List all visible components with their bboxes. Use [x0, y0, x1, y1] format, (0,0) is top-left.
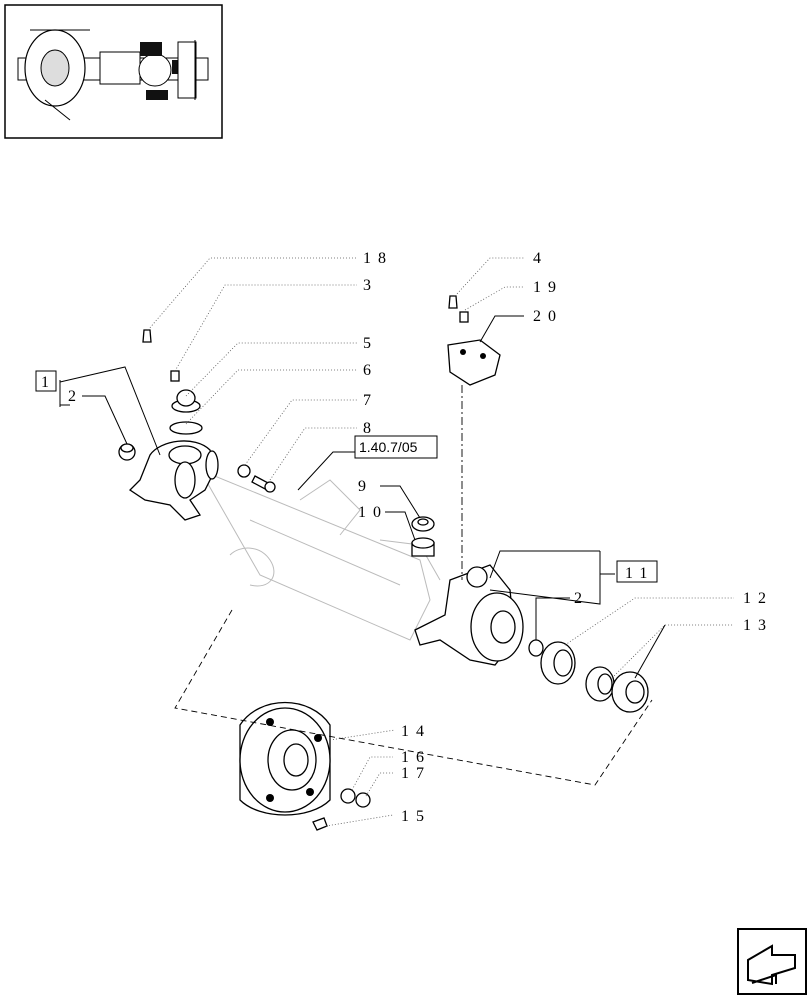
callout-12: 12 [743, 590, 773, 607]
part-bracket-20[interactable] [447, 339, 501, 386]
part-shim-6[interactable] [169, 421, 203, 435]
callout-9: 9 [358, 478, 373, 495]
boxed-callout-11[interactable]: 11 [616, 560, 658, 583]
svg-text:1: 1 [41, 374, 49, 391]
callout-18: 18 [363, 250, 393, 267]
part-grease-fitting-4[interactable] [448, 295, 458, 309]
callout-16: 16 [401, 749, 431, 766]
callout-7: 7 [363, 392, 378, 409]
part-bolt-8[interactable] [251, 475, 276, 493]
callout-10: 10 [358, 504, 388, 521]
next-page-arrow-icon[interactable] [737, 928, 807, 995]
axle-housing-ghost [198, 468, 441, 641]
steering-knuckle-left[interactable] [128, 440, 219, 521]
axle-assembly-thumbnail[interactable] [4, 4, 223, 139]
part-bearing-13[interactable] [585, 666, 649, 713]
reference-label: 1.40.7/05 [359, 439, 418, 455]
part-hub-14[interactable] [239, 701, 331, 816]
leader-lines [59, 257, 734, 827]
part-screw-19[interactable] [459, 311, 469, 323]
callout-labels: 18 3 5 6 7 8 9 10 2 4 19 20 2 12 13 14 1… [68, 250, 773, 825]
part-bushing-2-right[interactable] [528, 639, 544, 657]
callout-2-left: 2 [68, 388, 83, 405]
callout-13: 13 [743, 617, 773, 634]
part-bushing-2-left[interactable] [118, 443, 136, 461]
callout-14: 14 [401, 723, 431, 740]
callout-5: 5 [363, 335, 378, 352]
part-seal-9[interactable] [411, 516, 435, 532]
part-seal-12[interactable] [540, 641, 576, 685]
part-nut-7[interactable] [237, 464, 251, 478]
callout-8: 8 [363, 420, 378, 437]
callout-20: 20 [533, 308, 563, 325]
callout-4: 4 [533, 250, 548, 267]
callout-19: 19 [533, 279, 563, 296]
boxed-callout-1[interactable]: 1 [35, 370, 57, 392]
steering-knuckle-right[interactable] [414, 564, 524, 666]
part-washer-16[interactable] [340, 788, 356, 804]
callout-2-right: 2 [574, 590, 589, 607]
part-plug-17[interactable] [355, 792, 371, 808]
svg-text:11: 11 [625, 565, 654, 582]
callout-17: 17 [401, 765, 431, 782]
reference-link-box[interactable]: 1.40.7/05 [354, 435, 438, 459]
assembly-outline [174, 609, 653, 786]
callout-15: 15 [401, 808, 431, 825]
part-screw-3[interactable] [170, 370, 180, 382]
part-bushing-10[interactable] [411, 537, 435, 557]
callout-3: 3 [363, 277, 378, 294]
part-cap-5[interactable] [171, 389, 201, 413]
part-pin-15[interactable] [312, 817, 328, 831]
callout-6: 6 [363, 362, 378, 379]
part-grease-fitting-18[interactable] [142, 329, 152, 343]
